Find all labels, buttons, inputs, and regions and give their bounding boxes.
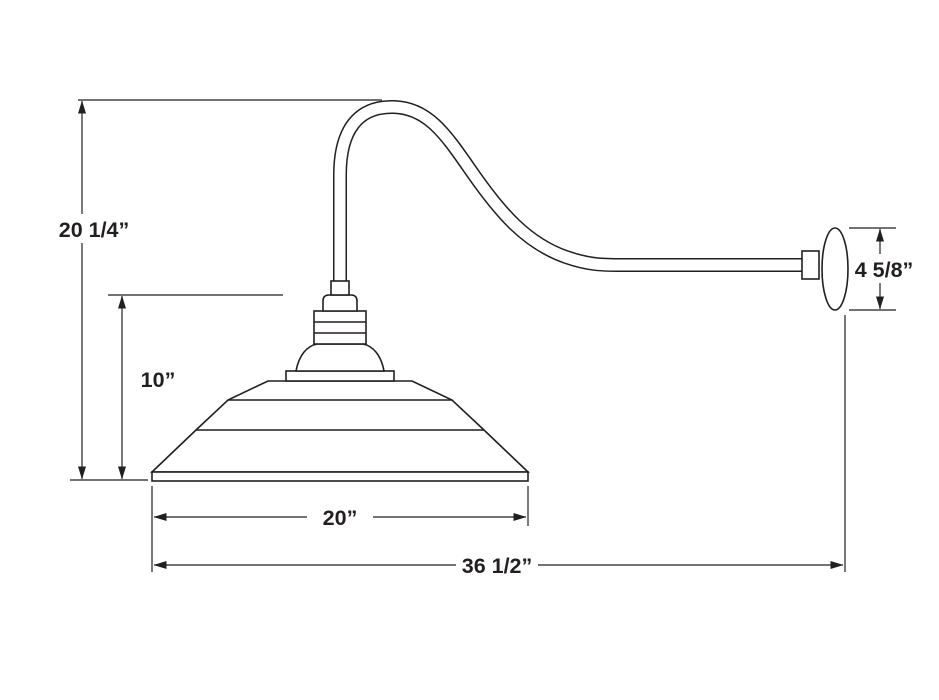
label-mask-overall-width	[456, 551, 538, 578]
dimension-label-overall-width: 36 1/2”	[462, 554, 533, 578]
socket-cap	[322, 294, 358, 312]
dimension-label-shade-width: 20”	[323, 506, 358, 530]
dimension-label-fixture-height: 10”	[141, 368, 176, 392]
shade-body	[150, 380, 530, 473]
socket-body	[313, 310, 367, 345]
wall-coupling	[801, 250, 820, 280]
gooseneck-arm-fill	[334, 101, 808, 296]
fitter-flange	[285, 370, 395, 382]
stem-collar	[330, 280, 350, 296]
label-mask-shade-width	[307, 503, 373, 530]
wall-backplate	[821, 227, 849, 311]
shade-bottom-lip	[151, 471, 529, 482]
label-mask-overall-height	[52, 214, 136, 243]
dimension-label-backplate-height: 4 5/8”	[855, 258, 914, 282]
label-mask-backplate-height	[849, 254, 919, 283]
dimension-label-overall-height: 20 1/4”	[59, 218, 130, 242]
fitter-cup	[295, 343, 385, 372]
